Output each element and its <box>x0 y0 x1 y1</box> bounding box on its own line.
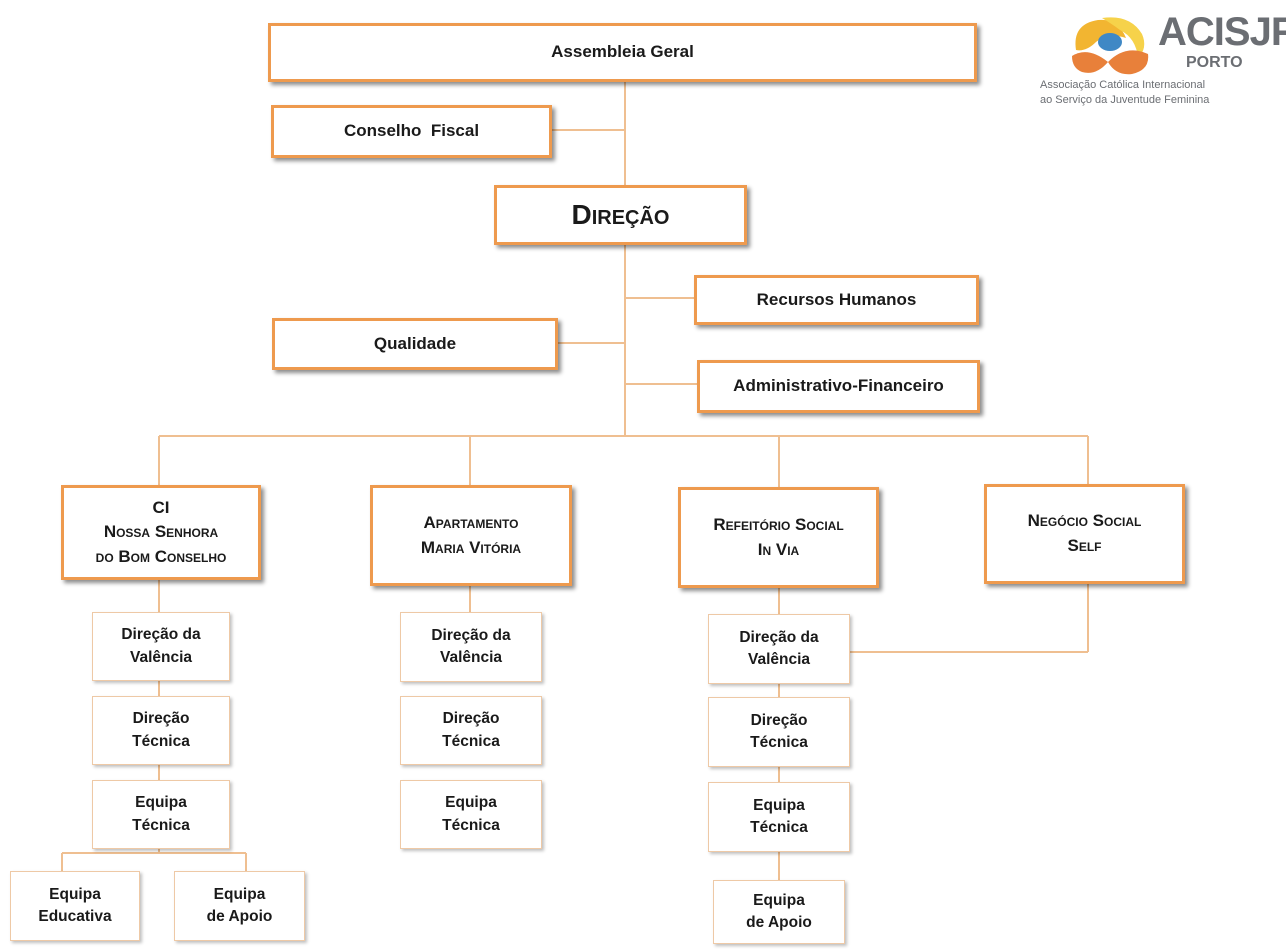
apartamento-equipa-tecnica-line2: Técnica <box>442 816 500 834</box>
node-negocio-social-self: Negócio Social Self <box>984 484 1185 584</box>
refeitorio-equipa-apoio-line2: de Apoio <box>746 914 812 931</box>
apartamento-direcao-tecnica-line2: Técnica <box>442 732 500 750</box>
apartamento-line2: Maria Vitória <box>420 537 522 557</box>
node-qualidade: Qualidade <box>272 318 558 370</box>
logo-emblem-icon <box>1072 17 1149 75</box>
apartamento-direcao-tecnica-line1: Direção <box>442 710 500 728</box>
refeitorio-direcao-tecnica-line2: Técnica <box>750 734 808 751</box>
node-recursos-humanos: Recursos Humanos <box>694 275 979 325</box>
refeitorio-equipa-apoio-line1: Equipa <box>753 891 805 909</box>
ci-line2: Nossa Senhora <box>103 522 219 542</box>
refeitorio-direcao-tecnica-line1: Direção <box>750 711 808 729</box>
ci-equipa-apoio: Equipa de Apoio <box>174 871 305 941</box>
refeitorio-direcao-valencia: Direção da Valência <box>708 614 850 684</box>
refeitorio-direcao-valencia-line2: Valência <box>747 651 811 668</box>
logo-tagline-line2: ao Serviço da Juventude Feminina <box>1040 94 1210 106</box>
ci-line1: CI <box>152 497 170 517</box>
ci-equipa-tecnica-line1: Equipa <box>135 794 187 812</box>
ci-direcao-valencia: Direção da Valência <box>92 612 230 681</box>
negocio-line2: Self <box>1067 536 1102 555</box>
acisjf-logo: ACISJF PORTO Associação Católica Interna… <box>1040 8 1286 120</box>
refeitorio-line1: Refeitório Social <box>713 514 844 534</box>
ci-line3: do Bom Conselho <box>95 546 227 566</box>
ci-direcao-valencia-line1: Direção da <box>121 626 201 644</box>
ci-equipa-educativa-line2: Educativa <box>38 908 112 925</box>
ci-direcao-tecnica-line2: Técnica <box>132 732 190 750</box>
ci-direcao-tecnica: Direção Técnica <box>92 696 230 765</box>
ci-equipa-tecnica-line2: Técnica <box>132 816 190 834</box>
node-admin-label: Administrativo-Financeiro <box>733 376 944 396</box>
logo-tagline-line1: Associação Católica Internacional <box>1040 79 1206 91</box>
node-assembleia-geral: Assembleia Geral <box>268 23 977 82</box>
ci-equipa-apoio-line2: de Apoio <box>206 908 273 925</box>
ci-equipa-apoio-line1: Equipa <box>213 885 266 903</box>
refeitorio-equipa-tecnica: Equipa Técnica <box>708 782 850 852</box>
node-direcao-label: Direção <box>571 198 670 230</box>
ci-equipa-educativa: Equipa Educativa <box>10 871 140 941</box>
node-direcao: Direção <box>494 185 747 245</box>
negocio-line1: Negócio Social <box>1027 511 1142 531</box>
apartamento-direcao-valencia: Direção da Valência <box>400 612 542 682</box>
node-assembleia-label: Assembleia Geral <box>551 42 694 62</box>
ci-equipa-tecnica: Equipa Técnica <box>92 780 230 849</box>
node-conselho-fiscal: Conselho Fiscal <box>271 105 552 158</box>
logo-name: ACISJF <box>1158 10 1286 54</box>
node-rh-label: Recursos Humanos <box>756 289 917 309</box>
node-ci-nossa-senhora: CI Nossa Senhora do Bom Conselho <box>61 485 261 580</box>
apartamento-equipa-tecnica-line1: Equipa <box>445 794 497 812</box>
apartamento-line1: Apartamento <box>423 512 519 532</box>
node-qualidade-label: Qualidade <box>373 333 457 353</box>
refeitorio-line2: In Via <box>757 539 800 559</box>
apartamento-direcao-valencia-line1: Direção da <box>431 626 511 644</box>
ci-direcao-tecnica-line1: Direção <box>132 710 190 728</box>
node-conselho-label: Conselho Fiscal <box>343 121 480 141</box>
refeitorio-equipa-apoio: Equipa de Apoio <box>713 880 845 944</box>
node-refeitorio-social: Refeitório Social In Via <box>678 487 879 588</box>
node-administrativo-financeiro: Administrativo-Financeiro <box>697 360 980 413</box>
apartamento-equipa-tecnica: Equipa Técnica <box>400 780 542 849</box>
node-apartamento-maria-vitoria: Apartamento Maria Vitória <box>370 485 572 586</box>
apartamento-direcao-valencia-line2: Valência <box>439 649 503 666</box>
logo-tagline: Associação Católica Internacional ao Ser… <box>1040 78 1286 108</box>
refeitorio-direcao-tecnica: Direção Técnica <box>708 697 850 767</box>
refeitorio-direcao-valencia-line1: Direção da <box>739 628 819 646</box>
ci-direcao-valencia-line2: Valência <box>129 648 193 666</box>
logo-city: PORTO <box>1186 54 1243 71</box>
refeitorio-equipa-tecnica-line1: Equipa <box>753 796 805 814</box>
refeitorio-equipa-tecnica-line2: Técnica <box>750 819 808 836</box>
apartamento-direcao-tecnica: Direção Técnica <box>400 696 542 765</box>
ci-equipa-educativa-line1: Equipa <box>49 885 101 903</box>
